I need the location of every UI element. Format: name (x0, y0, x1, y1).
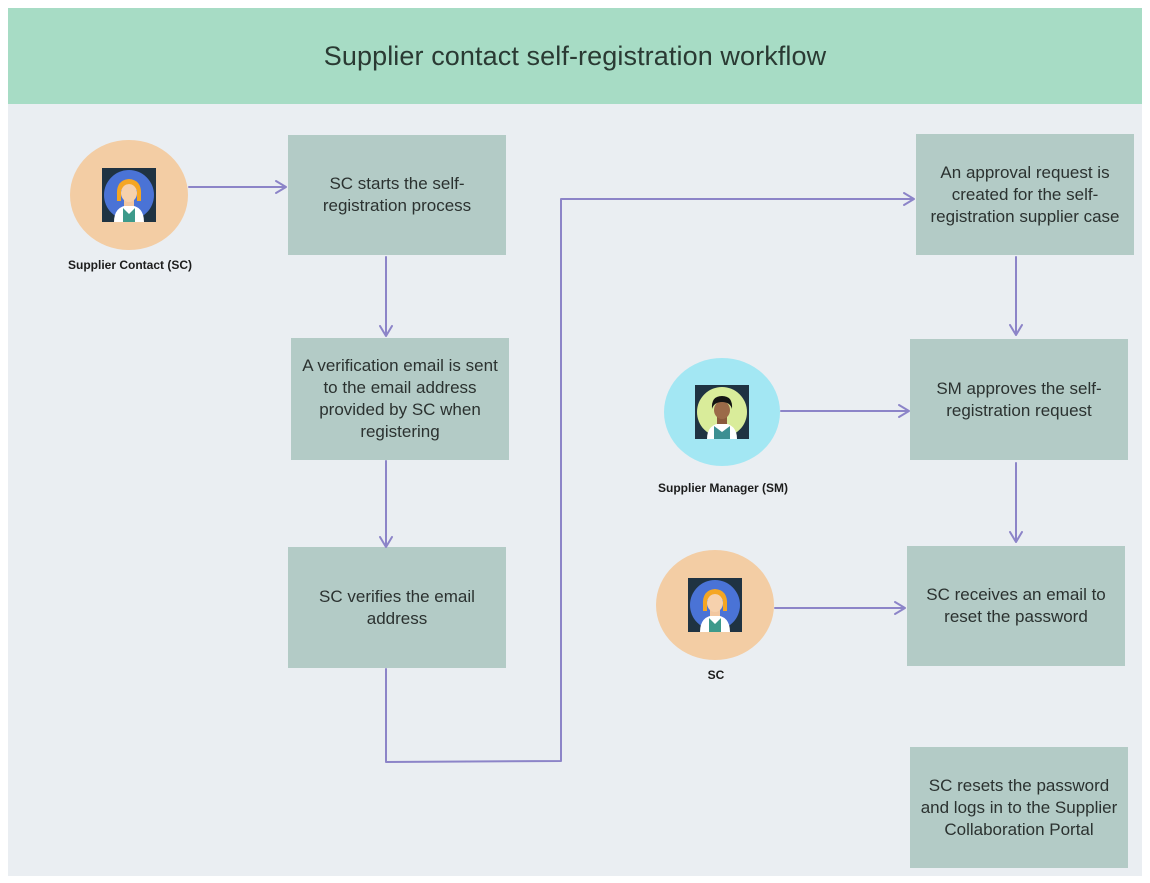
man-avatar-icon (695, 385, 749, 439)
supplier-contact-avatar (70, 140, 188, 250)
woman-avatar-icon (102, 168, 156, 222)
supplier-manager-label: Supplier Manager (SM) (657, 481, 788, 495)
step-verification-email-sent: A verification email is sent to the emai… (291, 338, 509, 460)
sc-avatar (656, 550, 774, 660)
supplier-manager-avatar (664, 358, 780, 466)
woman-avatar-icon (688, 578, 742, 632)
step-verify-email-address: SC verifies the email address (288, 547, 506, 668)
diagram-header: Supplier contact self-registration workf… (8, 8, 1142, 104)
step-reset-password-and-log-in: SC resets the password and logs in to th… (910, 747, 1128, 868)
supplier-contact-label: Supplier Contact (SC) (67, 258, 192, 272)
step-approval-request-created: An approval request is created for the s… (916, 134, 1134, 255)
step-start-self-registration: SC starts the self-registration process (288, 135, 506, 255)
step-receive-reset-email: SC receives an email to reset the passwo… (907, 546, 1125, 666)
diagram-title: Supplier contact self-registration workf… (323, 40, 827, 71)
step-sm-approves-request: SM approves the self-registration reques… (910, 339, 1128, 460)
sc-label: SC (707, 668, 725, 682)
